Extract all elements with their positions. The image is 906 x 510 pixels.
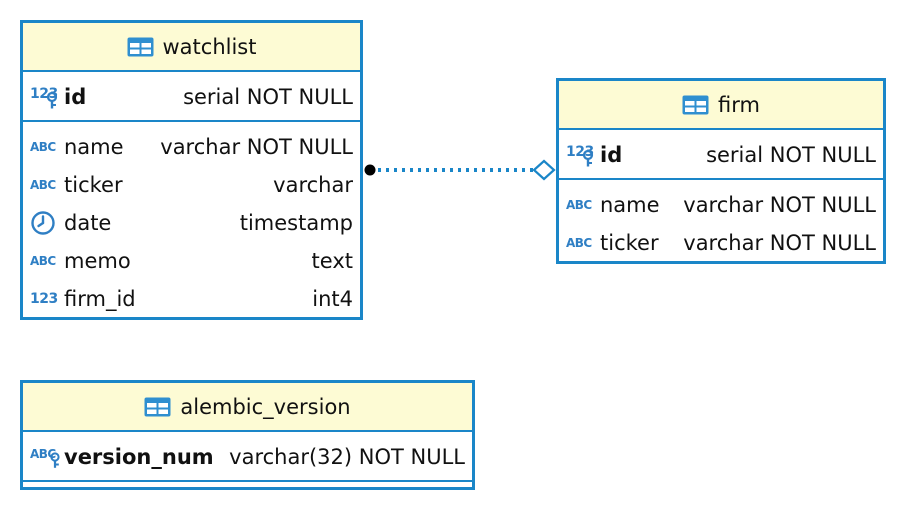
entity-watchlist[interactable]: watchlist 123 id serial NOT NULL ABC nam… <box>20 20 363 320</box>
column-type: int4 <box>312 287 353 311</box>
svg-text:ABC: ABC <box>30 447 56 461</box>
table-icon <box>682 95 709 115</box>
column-name: firm_id <box>64 287 136 311</box>
column-type: timestamp <box>239 211 353 235</box>
column-name: date <box>64 211 112 235</box>
table-icon <box>144 397 171 417</box>
column-row-date[interactable]: date timestamp <box>23 204 360 242</box>
column-type: text <box>311 249 353 273</box>
column-row-id[interactable]: 123 id serial NOT NULL <box>23 77 360 117</box>
entity-header[interactable]: alembic_version <box>23 383 472 432</box>
entity-alembic-version[interactable]: alembic_version ABC version_num varchar(… <box>20 380 475 490</box>
entity-title: watchlist <box>162 34 257 59</box>
entity-firm[interactable]: firm 123 id serial NOT NULL ABC name var… <box>556 78 886 264</box>
column-name: ticker <box>64 173 123 197</box>
relationship-target-diamond <box>532 159 556 181</box>
column-name: version_num <box>64 445 214 469</box>
column-name: id <box>64 85 87 109</box>
text-key-icon: ABC <box>30 445 64 469</box>
numeric-type-icon: 123 <box>30 291 58 307</box>
svg-text:123: 123 <box>30 86 58 102</box>
column-type: varchar NOT NULL <box>683 193 876 217</box>
columns-section: ABC name varchar NOT NULL ABC ticker var… <box>559 180 883 262</box>
column-row-name[interactable]: ABC name varchar NOT NULL <box>23 128 360 166</box>
column-name: memo <box>64 249 131 273</box>
column-row-ticker[interactable]: ABC ticker varchar <box>23 166 360 204</box>
column-row-version-num[interactable]: ABC version_num varchar(32) NOT NULL <box>23 437 472 477</box>
text-type-icon: ABC <box>30 178 56 192</box>
column-row-id[interactable]: 123 id serial NOT NULL <box>559 135 883 175</box>
column-name: id <box>600 143 623 167</box>
relationship-source-endpoint <box>364 164 376 176</box>
pk-section: 123 id serial NOT NULL <box>559 130 883 180</box>
column-type: varchar NOT NULL <box>160 135 353 159</box>
columns-section: ABC name varchar NOT NULL ABC ticker var… <box>23 122 360 318</box>
column-type: serial NOT NULL <box>706 143 876 167</box>
text-type-icon: ABC <box>30 140 56 154</box>
entity-header[interactable]: watchlist <box>23 23 360 72</box>
column-name: ticker <box>600 231 659 255</box>
numeric-key-icon: 123 <box>566 143 600 167</box>
table-icon <box>127 37 154 57</box>
column-type: varchar(32) NOT NULL <box>229 445 465 469</box>
column-row-ticker[interactable]: ABC ticker varchar NOT NULL <box>559 224 883 262</box>
text-type-icon: ABC <box>30 254 56 268</box>
column-name: name <box>64 135 124 159</box>
column-type: varchar NOT NULL <box>683 231 876 255</box>
column-row-memo[interactable]: ABC memo text <box>23 242 360 280</box>
column-type: varchar <box>273 173 353 197</box>
text-type-icon: ABC <box>566 198 592 212</box>
pk-section: 123 id serial NOT NULL <box>23 72 360 122</box>
column-row-firm-id[interactable]: 123 firm_id int4 <box>23 280 360 318</box>
pk-section: ABC version_num varchar(32) NOT NULL <box>23 432 472 482</box>
numeric-key-icon: 123 <box>30 85 64 109</box>
text-type-icon: ABC <box>566 236 592 250</box>
entity-title: firm <box>718 92 760 117</box>
svg-text:123: 123 <box>566 144 594 160</box>
column-name: name <box>600 193 660 217</box>
clock-icon <box>30 211 64 235</box>
entity-header[interactable]: firm <box>559 81 883 130</box>
column-type: serial NOT NULL <box>183 85 353 109</box>
column-row-name[interactable]: ABC name varchar NOT NULL <box>559 186 883 224</box>
entity-title: alembic_version <box>180 394 351 419</box>
